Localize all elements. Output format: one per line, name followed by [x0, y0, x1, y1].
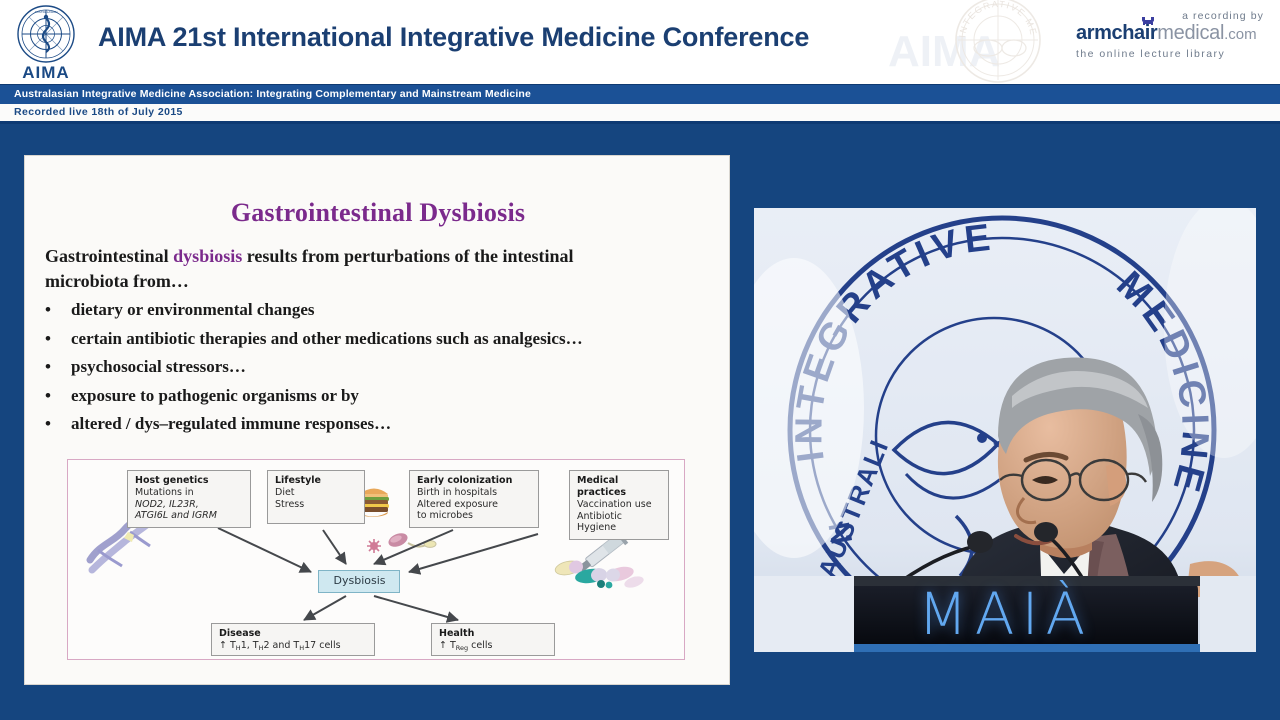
podium-label: MAIÀ [917, 580, 1093, 648]
bullet-marker-icon: • [45, 414, 51, 433]
bullet-text: altered / dys–regulated immune responses… [71, 414, 392, 433]
diagram-box-host-genetics: Host genetics Mutations in NOD2, IL23R, … [127, 470, 251, 528]
diagram-box-disease: Disease ↑ TH1, TH2 and TH17 cells [211, 623, 375, 656]
armchair-name-bold: armchair [1076, 22, 1158, 44]
box-title: Dysbiosis [333, 574, 386, 587]
bullet-text: dietary or environmental changes [71, 300, 315, 319]
armchair-medical-logo[interactable]: a recording by armchairmedical.com the o… [1076, 10, 1266, 60]
video-frame: INTEGRATIVE MEDICINE N AUSTRALI [754, 208, 1256, 652]
diagram-box-health: Health ↑ TReg cells [431, 623, 555, 656]
bullet-marker-icon: • [45, 300, 51, 319]
list-item: • altered / dys–regulated immune respons… [45, 412, 705, 441]
diagram-box-early-colonization: Early colonization Birth in hospitals Al… [409, 470, 539, 528]
svg-text:AIMA: AIMA [888, 27, 1000, 76]
dysbiosis-diagram: Host genetics Mutations in NOD2, IL23R, … [67, 459, 685, 660]
box-title: Lifestyle [275, 475, 321, 486]
up-arrow-icon: ↑ [439, 640, 447, 651]
recorded-date-text: Recorded live 18th of July 2015 [14, 106, 183, 118]
hamburger-icon [357, 488, 389, 517]
slide-panel: Gastrointestinal Dysbiosis Gastrointesti… [24, 155, 730, 685]
bullet-marker-icon: • [45, 357, 51, 376]
bullet-text: psychosocial stressors… [71, 357, 246, 376]
box-line: Stress [275, 498, 305, 510]
diagram-box-medical-practices: Medical practices Vaccination use Antibi… [569, 470, 669, 540]
diagram-box-dysbiosis: Dysbiosis [318, 570, 400, 593]
slide-title: Gastrointestinal Dysbiosis [230, 198, 526, 227]
intro-pre: Gastrointestinal [45, 246, 174, 266]
microphone-head-icon [1034, 522, 1058, 542]
box-line: Altered exposure [417, 498, 498, 510]
list-item: • exposure to pathogenic organisms or by [45, 384, 705, 413]
box-line: NOD2, IL23R, [135, 498, 199, 510]
bullet-text: certain antibiotic therapies and other m… [71, 328, 583, 348]
association-bar-text: Australasian Integrative Medicine Associ… [14, 88, 531, 100]
intro-highlight: dysbiosis [173, 246, 243, 266]
aima-watermark-icon: AIMA INTEGRATIVE MEDICINE AS [888, 0, 1041, 83]
bullet-marker-icon: • [45, 385, 51, 405]
armchair-icon [1142, 17, 1154, 25]
intro-post: results from perturbations of the intest… [45, 246, 574, 291]
box-title: Medical practices [577, 475, 627, 498]
box-line: ATGI6L and IGRM [135, 510, 217, 521]
box-line: Mutations in [135, 487, 194, 498]
box-line: to microbes [417, 510, 474, 521]
eyeglasses-icon [999, 458, 1148, 502]
armchair-tagline-top: a recording by [1182, 10, 1264, 22]
list-item: • dietary or environmental changes [45, 298, 705, 327]
box-line: ↑ TReg cells [439, 640, 493, 652]
box-line: Birth in hospitals [417, 487, 498, 498]
bullet-text: exposure to pathogenic organisms or by [71, 385, 359, 405]
svg-text:AUSTRALASIAN: AUSTRALASIAN [35, 10, 58, 14]
recorded-date-bar: Recorded live 18th of July 2015 [0, 104, 1280, 121]
box-line: Antibiotic [577, 510, 622, 522]
aima-seal-icon: AUSTRALASIAN [17, 5, 75, 63]
box-title: Early colonization [417, 475, 513, 486]
armchair-name-light: medical [1157, 22, 1225, 44]
diagram-box-lifestyle: Lifestyle Diet Stress [267, 470, 365, 524]
association-bar: Australasian Integrative Medicine Associ… [0, 84, 1280, 104]
bullet-marker-icon: • [45, 328, 51, 348]
aima-wordmark: AIMA [22, 63, 70, 82]
box-title: Health [439, 628, 475, 639]
list-item: • certain antibiotic therapies and other… [45, 327, 705, 356]
slide-intro-paragraph: Gastrointestinal dysbiosis results from … [45, 244, 645, 294]
box-line: Hygiene [577, 522, 617, 533]
aima-logo: AUSTRALASIAN AIMA [8, 2, 84, 84]
box-title: Host genetics [135, 475, 209, 486]
armchair-tagline-bottom: the online lecture library [1076, 48, 1226, 60]
svg-text:INTEGRATIVE MEDICINE AS: INTEGRATIVE MEDICINE AS [957, 0, 1039, 42]
up-arrow-icon: ↑ [219, 640, 227, 651]
slide-bullet-list: • dietary or environmental changes • cer… [45, 298, 705, 441]
bacteria-icon [367, 533, 437, 553]
box-line: Diet [275, 487, 295, 498]
list-item: • psychosocial stressors… [45, 355, 705, 384]
box-line: ↑ TH1, TH2 and TH17 cells [219, 640, 341, 652]
video-player-panel[interactable]: INTEGRATIVE MEDICINE N AUSTRALI [754, 208, 1256, 652]
page-header: AUSTRALASIAN AIMA AIMA 21st Internationa… [0, 0, 1280, 84]
armchair-wordmark: armchairmedical.com [1076, 17, 1266, 46]
bar-underline [0, 121, 1280, 124]
armchair-name-suffix: .com [1224, 26, 1257, 43]
page-title: AIMA 21st International Integrative Medi… [98, 22, 810, 52]
box-title: Disease [219, 628, 261, 639]
microphone-head-icon [967, 531, 993, 553]
box-line: Vaccination use [577, 499, 652, 510]
